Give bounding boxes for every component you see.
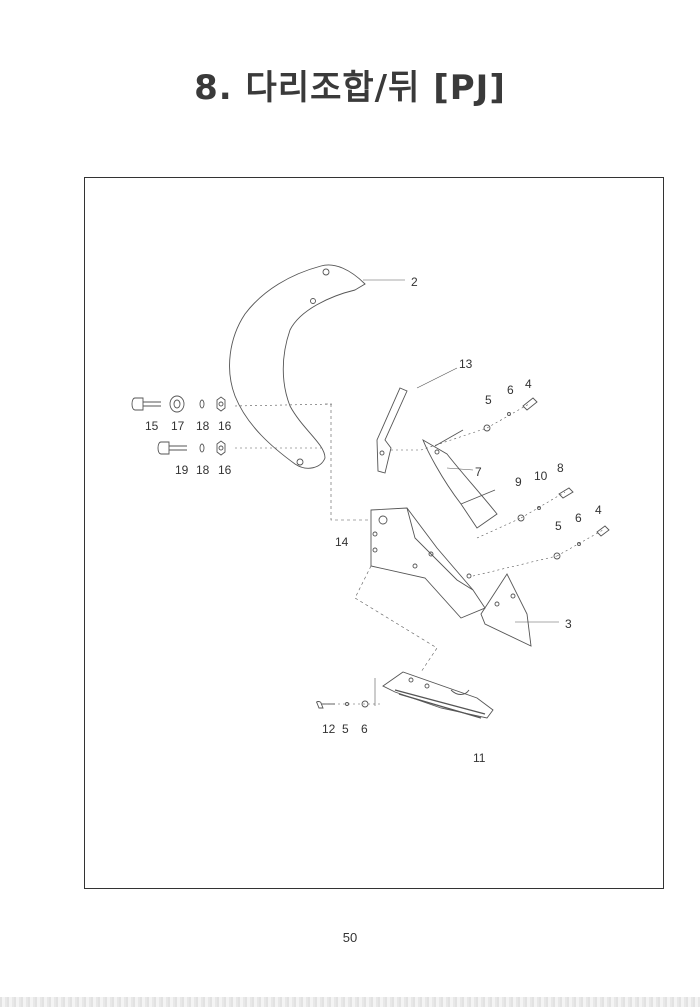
bolt-set-upper [131, 395, 226, 413]
callout-19: 19 [175, 463, 189, 477]
callout-6-bottom: 6 [361, 722, 368, 736]
callout-7: 7 [475, 465, 482, 479]
callout-2: 2 [411, 275, 418, 289]
page-title: 8. 다리조합/뒤 [PJ] [194, 68, 506, 108]
callout-16-upper: 16 [218, 419, 232, 433]
part-13-bracket [376, 387, 408, 474]
callout-18-upper: 18 [196, 419, 210, 433]
part-14-side-plate [370, 507, 486, 619]
callout-4-upper: 4 [525, 377, 532, 391]
part-2-leg-bracket [229, 264, 366, 469]
callout-12: 12 [322, 722, 336, 736]
exploded-parts-diagram [131, 264, 610, 719]
callout-9: 9 [515, 475, 522, 489]
page-number: 50 [342, 930, 358, 945]
callout-5-upper: 5 [485, 393, 492, 407]
callout-5-lower: 5 [555, 519, 562, 533]
callout-14: 14 [335, 535, 349, 549]
callout-6-upper: 6 [507, 383, 514, 397]
callout-18-lower: 18 [196, 463, 210, 477]
part-7-plate [422, 438, 498, 529]
callout-4-lower: 4 [595, 503, 602, 517]
callout-3: 3 [565, 617, 572, 631]
parts-diagram-frame: 2 13 5 6 4 15 17 18 16 19 18 16 7 9 10 8… [84, 177, 664, 889]
callout-16-lower: 16 [218, 463, 232, 477]
callout-8: 8 [557, 461, 564, 475]
bolt-set-lower [157, 440, 226, 456]
callout-10: 10 [534, 469, 548, 483]
callout-11: 11 [473, 751, 486, 765]
callout-13: 13 [459, 357, 473, 371]
part-3-wedge [480, 573, 532, 647]
scan-edge-decoration [0, 997, 700, 1007]
callout-6-lower: 6 [575, 511, 582, 525]
callout-5-bottom: 5 [342, 722, 349, 736]
callout-17: 17 [171, 419, 185, 433]
callout-15: 15 [145, 419, 159, 433]
